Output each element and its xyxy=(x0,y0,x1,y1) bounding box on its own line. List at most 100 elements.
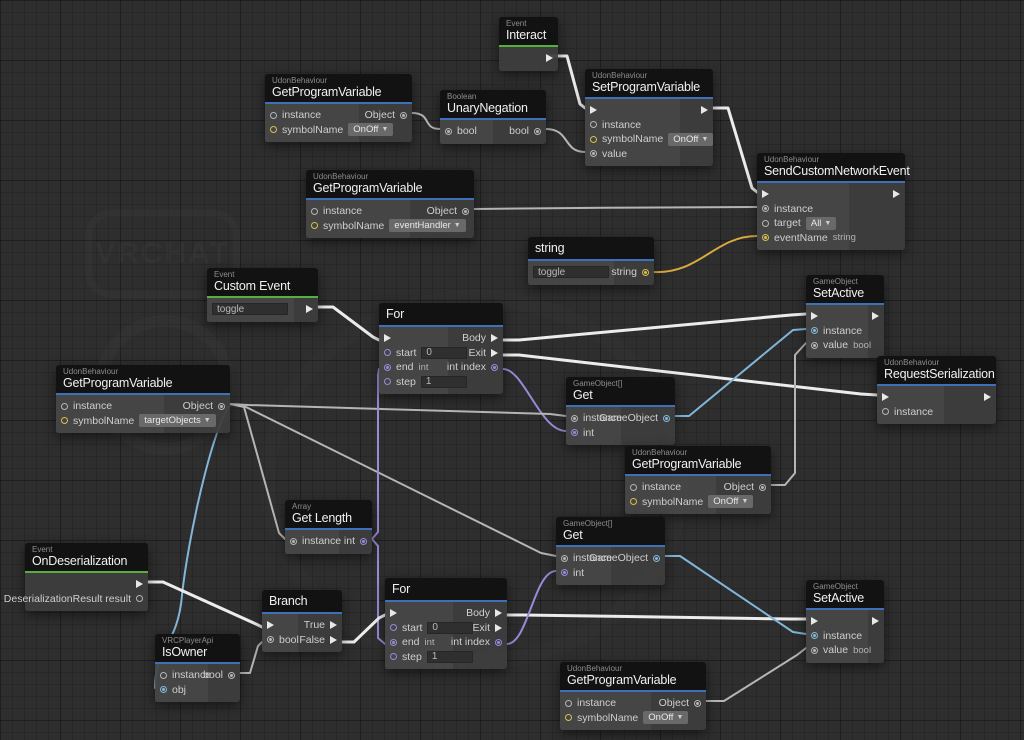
flow-out-port[interactable] xyxy=(893,190,900,199)
int-port[interactable] xyxy=(360,537,367,545)
end-port[interactable] xyxy=(390,638,397,646)
wire-object-getprogramvariable1-to-unarynegation-bool[interactable] xyxy=(411,112,441,130)
start-field[interactable] xyxy=(427,621,474,634)
instance-port[interactable] xyxy=(762,205,769,213)
step-field[interactable] xyxy=(420,375,467,388)
string-port[interactable] xyxy=(642,268,649,276)
instance-port[interactable] xyxy=(882,408,889,416)
symbolname-dropdown[interactable]: OnOff▼ xyxy=(643,711,689,725)
wire-flow-for1-exit-to-requestserialization[interactable] xyxy=(501,353,879,397)
end-port[interactable] xyxy=(384,363,391,371)
flow-out-port[interactable] xyxy=(330,621,337,630)
symbolname-port[interactable] xyxy=(61,417,68,425)
flow-out-port[interactable] xyxy=(330,635,337,644)
node-header[interactable]: For xyxy=(385,578,507,600)
int-index-port[interactable] xyxy=(495,638,502,646)
flow-out-port[interactable] xyxy=(495,623,502,632)
wire-gameobject-get1-to-setactive1-instance[interactable] xyxy=(674,328,807,417)
wire-int-getlength-to-for2-end[interactable] xyxy=(371,538,386,645)
flow-out-port[interactable] xyxy=(872,617,879,626)
object-port[interactable] xyxy=(218,402,225,410)
int-port[interactable] xyxy=(571,429,578,437)
int-index-port[interactable] xyxy=(491,363,498,371)
instance-port[interactable] xyxy=(561,554,568,562)
node-string-const[interactable]: stringstring xyxy=(528,237,654,285)
start-port[interactable] xyxy=(384,349,391,357)
symbolname-dropdown[interactable]: OnOff▼ xyxy=(708,495,754,509)
symbolname-dropdown[interactable]: OnOff▼ xyxy=(668,132,714,146)
wire-int-getlength-to-for1-end[interactable] xyxy=(371,368,380,540)
wire-object-getprogramvariable3-to-getlength-instance[interactable] xyxy=(229,403,286,540)
instance-port[interactable] xyxy=(565,699,572,707)
node-header[interactable]: Branch xyxy=(262,590,342,612)
symbolname-port[interactable] xyxy=(311,222,318,230)
symbolname-port[interactable] xyxy=(590,135,597,143)
flow-out-port[interactable] xyxy=(491,348,498,357)
flow-in-port[interactable] xyxy=(267,621,274,630)
deserializationresult-result-port[interactable] xyxy=(136,595,143,603)
target-dropdown[interactable]: All▼ xyxy=(805,216,837,230)
bool-port[interactable] xyxy=(534,127,541,135)
bool-port[interactable] xyxy=(228,671,235,679)
instance-port[interactable] xyxy=(590,121,597,129)
flow-out-port[interactable] xyxy=(495,609,502,618)
flow-in-port[interactable] xyxy=(882,393,889,402)
instance-port[interactable] xyxy=(811,327,818,335)
object-port[interactable] xyxy=(400,111,407,119)
wire-flow-customevent-to-for1[interactable] xyxy=(316,305,381,342)
object-port[interactable] xyxy=(462,207,469,215)
wire-flow-branch-false-to-for2[interactable] xyxy=(340,613,387,644)
symbolname-dropdown[interactable]: OnOff▼ xyxy=(348,123,394,137)
bool-port[interactable] xyxy=(267,636,274,644)
node-header[interactable]: GameObject[]Get xyxy=(566,377,675,405)
symbolname-port[interactable] xyxy=(565,714,572,722)
flow-out-port[interactable] xyxy=(136,580,143,589)
node-header[interactable]: GameObject[]Get xyxy=(556,517,665,545)
value-port[interactable] xyxy=(811,341,818,349)
start-port[interactable] xyxy=(390,624,397,632)
node-header[interactable]: string xyxy=(528,237,654,259)
wire-int-for1-index-to-get1-int[interactable] xyxy=(502,368,567,432)
wire-flow-interact-to-setprogramvariable[interactable] xyxy=(547,54,587,110)
target-port[interactable] xyxy=(762,219,769,227)
instance-port[interactable] xyxy=(270,111,277,119)
flow-out-port[interactable] xyxy=(872,312,879,321)
object-port[interactable] xyxy=(759,483,766,491)
flow-out-port[interactable] xyxy=(984,393,991,402)
wire-flow-for1-body-to-setactive1[interactable] xyxy=(501,312,808,342)
step-port[interactable] xyxy=(390,653,397,661)
wire-object-getprogramvariable3-to-get2-instance[interactable] xyxy=(229,403,557,557)
obj-port[interactable] xyxy=(160,686,167,694)
flow-out-port[interactable] xyxy=(546,54,553,63)
int-port[interactable] xyxy=(561,569,568,577)
wire-object-getprogramvariable4-to-setactive1-value[interactable] xyxy=(770,342,807,486)
start-field[interactable] xyxy=(421,346,468,359)
symbolname-dropdown[interactable]: eventHandler▼ xyxy=(389,219,466,233)
wire-bool-isowner-to-branch-bool[interactable] xyxy=(239,641,263,674)
